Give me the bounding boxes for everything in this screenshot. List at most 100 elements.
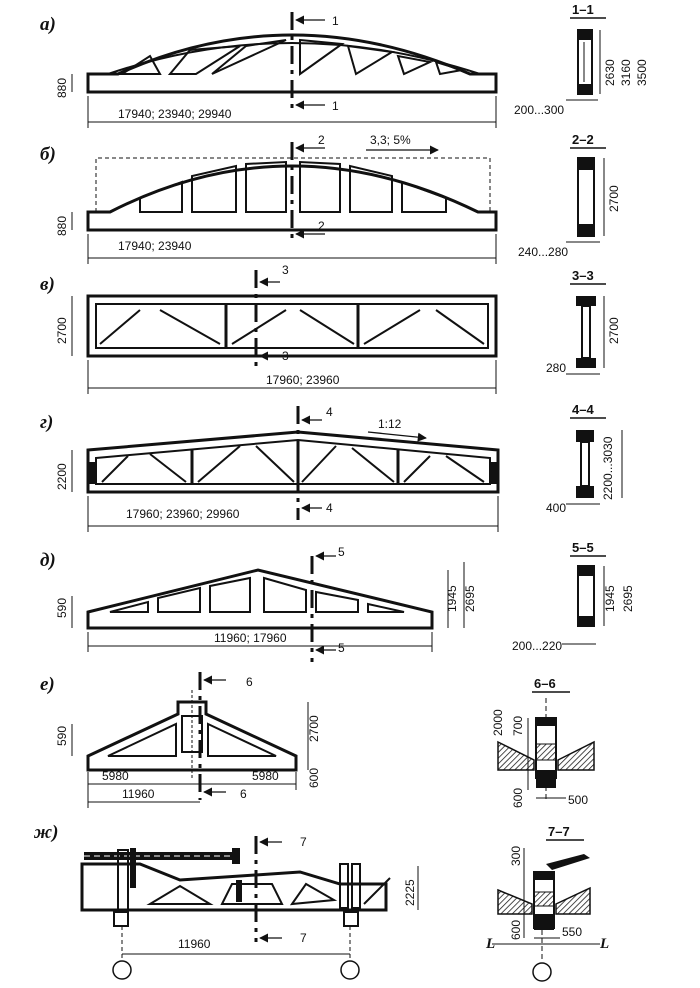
section-dim-f-3: 600: [511, 788, 525, 808]
section-dim-a-3: 3500: [635, 59, 649, 86]
cut-line-b: 2 2 3,3; 5%: [290, 133, 439, 244]
row-label-g: ж): [33, 822, 58, 843]
cut-number-d-bottom: 4: [326, 501, 333, 515]
span-a: 17940; 23940; 29940: [118, 107, 232, 121]
section-dim-g-2: 600: [509, 920, 523, 940]
section-dim-f-1: 2000: [491, 709, 505, 736]
dimensions-e: 11960; 17960 590 1945 2695: [55, 562, 477, 652]
height-e-right-1: 1945: [445, 585, 459, 612]
cut-line-a: 1 1: [290, 12, 339, 113]
dimensions-f: 5980 5980 11960 590 2700 600: [55, 702, 321, 808]
slope-d: 1:12: [378, 417, 402, 431]
section-dim-f-2: 700: [511, 716, 525, 736]
section-g: 7–7 300 600 550 L L: [485, 824, 609, 982]
span-e: 11960; 17960: [214, 631, 287, 645]
truss-g-outline: [80, 862, 391, 927]
height-b: 880: [55, 216, 69, 236]
section-dim-g-1: 300: [509, 846, 523, 866]
span-b: 17940; 23940: [118, 239, 192, 253]
dimensions-b: 17940; 23940 880: [55, 212, 497, 264]
section-title-e: 5–5: [572, 540, 594, 555]
span-g: 11960: [178, 937, 211, 951]
dimensions-a: 17940; 23940; 29940 880: [55, 74, 497, 128]
row-e-triangular-truss: д) 5 5 11960; 17960 590 1945 2695 5–5: [40, 540, 635, 662]
axis-label-right: L: [599, 936, 609, 952]
row-g-roof-truss: ж) 7 7 11960: [33, 822, 609, 982]
half-span-f-left: 5980: [102, 769, 129, 783]
row-label-b: б): [40, 144, 56, 165]
span-c: 17960; 23960: [266, 373, 340, 387]
row-c-parallel-truss: в) 3 3 17960; 23960 2700 3–3: [40, 263, 621, 394]
cut-number-e-bottom: 5: [338, 641, 345, 655]
section-width-g: 550: [562, 925, 582, 939]
cut-line-c: 3 3: [254, 263, 289, 370]
row-d-sloped-truss: г) 4 4 1:12 17960; 23960; 29960 2: [40, 402, 623, 532]
height-f-right-2: 600: [307, 768, 321, 788]
axis-marker-section: [532, 962, 552, 982]
cut-line-f: 6 6: [198, 672, 253, 801]
section-width-b: 240...280: [518, 245, 568, 259]
section-width-c: 280: [546, 361, 566, 375]
span-d: 17960; 23960; 29960: [126, 507, 240, 521]
section-b: 2–2 2700 240...280: [518, 132, 621, 259]
row-label-a: а): [40, 14, 56, 35]
cut-number-f-top: 6: [246, 675, 253, 689]
truss-c-outline: [86, 294, 498, 358]
section-width-f: 500: [568, 793, 588, 807]
cut-number-c-top: 3: [282, 263, 289, 277]
truss-a-outline: [86, 33, 498, 94]
section-title-d: 4–4: [572, 402, 594, 417]
height-g-right: 2225: [403, 879, 417, 906]
section-dim-a-2: 3160: [619, 59, 633, 86]
height-e-left: 590: [55, 598, 69, 618]
section-title-c: 3–3: [572, 268, 594, 283]
cut-number-g-bottom: 7: [300, 931, 307, 945]
span-f: 11960: [122, 787, 155, 801]
row-label-c: в): [40, 274, 55, 295]
section-dim-b-1: 2700: [607, 185, 621, 212]
section-width-e: 200...220: [512, 639, 562, 653]
cut-number-a-top: 1: [332, 14, 339, 28]
section-f: 6–6 2000 700 600 500: [491, 676, 595, 808]
section-c: 3–3 2700 280: [546, 268, 621, 375]
section-dim-c-1: 2700: [607, 317, 621, 344]
cut-line-d: 4 4 1:12: [296, 405, 427, 520]
section-dim-a-1: 2630: [603, 59, 617, 86]
row-b-segmental-girder: б) 2 2 3,3; 5% 17940; 23940 880 2–2: [40, 132, 621, 264]
cut-number-b-top: 2: [318, 133, 325, 147]
cut-number-a-bottom: 1: [332, 99, 339, 113]
height-c: 2700: [55, 317, 69, 344]
dimensions-c: 17960; 23960 2700: [55, 296, 497, 394]
row-label-e: д): [40, 550, 56, 571]
height-f-right-1: 2700: [307, 715, 321, 742]
row-f-lantern-truss: е) 6 6 5980 5980 11960 590 2700 600: [40, 672, 595, 808]
section-title-f: 6–6: [534, 676, 556, 691]
section-dim-e-2: 2695: [621, 585, 635, 612]
height-d: 2200: [55, 463, 69, 490]
section-dim-d-1: 2200...3030: [601, 436, 615, 500]
section-title-a: 1–1: [572, 2, 594, 17]
truss-b-outline: [86, 160, 498, 232]
cut-number-b-bottom: 2: [318, 219, 325, 233]
cut-line-g: 7 7: [254, 835, 307, 945]
section-d: 4–4 2200...3030 400: [546, 402, 623, 515]
section-title-b: 2–2: [572, 132, 594, 147]
roof-panels-g: [84, 848, 240, 913]
cut-number-c-bottom: 3: [282, 349, 289, 363]
row-label-d: г): [40, 412, 53, 433]
section-width-a: 200...300: [514, 103, 564, 117]
dimensions-d: 17960; 23960; 29960 2200: [55, 450, 499, 532]
truss-d-outline: [86, 430, 500, 494]
height-e-right-2: 2695: [463, 585, 477, 612]
row-a-arched-truss: а) 1 1 17940; 23940; 29940 880 1–1: [40, 2, 649, 128]
section-e: 5–5 1945 2695 200...220: [512, 540, 635, 653]
cut-number-g-top: 7: [300, 835, 307, 849]
cut-number-f-bottom: 6: [240, 787, 247, 801]
cut-number-d-top: 4: [326, 405, 333, 419]
truss-e-outline: [86, 568, 434, 630]
cut-number-e-top: 5: [338, 545, 345, 559]
section-dim-e-1: 1945: [603, 585, 617, 612]
height-f-left: 590: [55, 726, 69, 746]
half-span-f-right: 5980: [252, 769, 279, 783]
